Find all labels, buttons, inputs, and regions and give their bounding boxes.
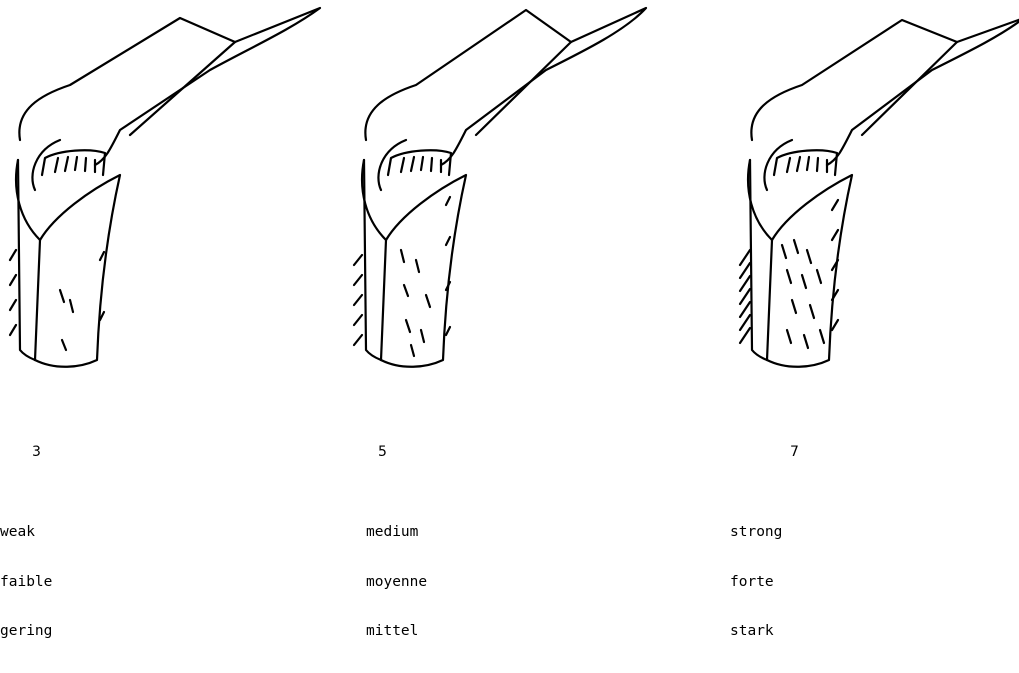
label-group-medium: medium moyenne mittel: [366, 491, 427, 673]
sheath: [362, 160, 466, 367]
panel-weak: 3 weak faible gering: [0, 0, 340, 559]
note-value-5: 5: [378, 444, 387, 460]
panel-strong: 7 strong forte stark: [712, 0, 1019, 559]
leaf-blade: [19, 8, 320, 190]
label-en: medium: [366, 524, 427, 541]
note-value-7: 7: [790, 444, 799, 460]
leaf-blade: [751, 18, 1019, 190]
ligule: [42, 150, 105, 175]
panel-medium: 5 medium moyenne mittel: [346, 0, 686, 559]
figure: 3 weak faible gering: [0, 0, 1019, 559]
label-de: gering: [0, 623, 52, 640]
label-de: mittel: [366, 623, 427, 640]
sheath: [16, 160, 120, 367]
ligule: [388, 150, 451, 175]
label-group-weak: weak faible gering: [0, 491, 52, 673]
label-en: strong: [730, 524, 782, 541]
hairs: [740, 200, 838, 348]
label-fr: forte: [730, 574, 782, 591]
ligule: [774, 150, 837, 175]
leaf-sheath-drawing-medium: [346, 0, 686, 400]
note-value-3: 3: [32, 444, 41, 460]
label-en: weak: [0, 524, 52, 541]
leaf-sheath-drawing-strong: [712, 0, 1019, 400]
hairs: [10, 250, 104, 350]
leaf-blade: [365, 8, 646, 190]
label-fr: faible: [0, 574, 52, 591]
label-de: stark: [730, 623, 782, 640]
label-group-strong: strong forte stark: [730, 491, 782, 673]
leaf-sheath-drawing-weak: [0, 0, 340, 400]
label-fr: moyenne: [366, 574, 427, 591]
